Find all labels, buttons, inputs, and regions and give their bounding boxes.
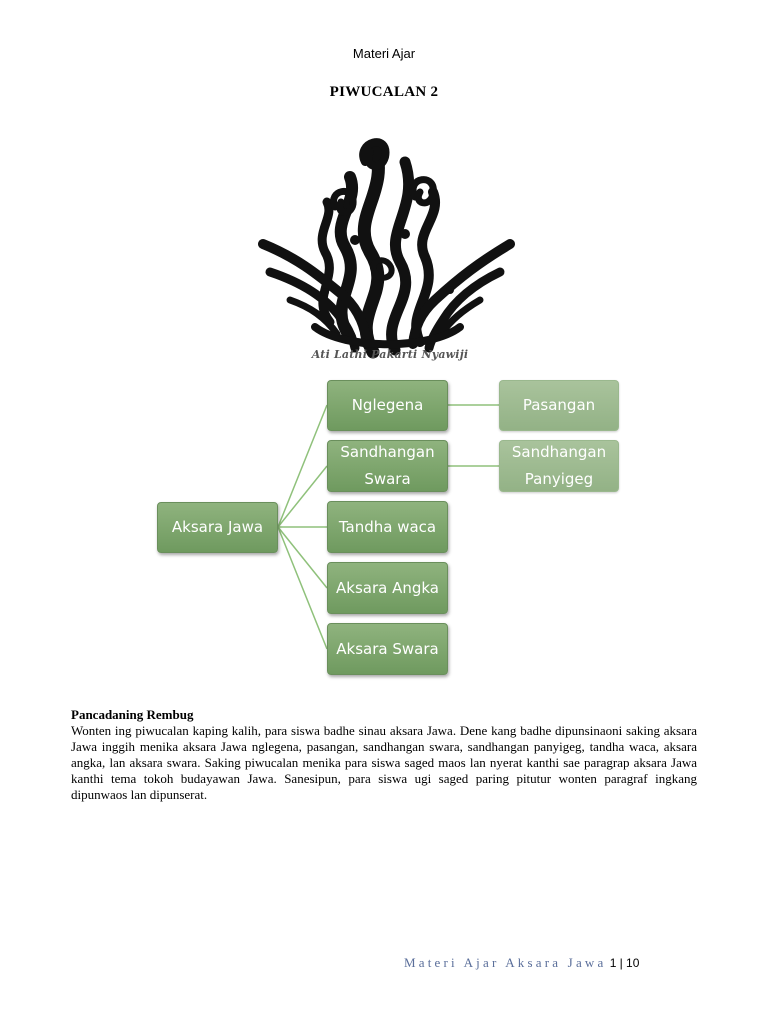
node-nglegena: Nglegena xyxy=(327,380,448,431)
node-aksara-jawa: Aksara Jawa xyxy=(157,502,278,553)
node-tandha-waca: Tandha waca xyxy=(327,501,448,553)
node-pasangan: Pasangan xyxy=(499,380,619,431)
running-header: Materi Ajar xyxy=(352,46,416,61)
connector-root-sandhangan-swara xyxy=(277,465,328,528)
footer-separator: | xyxy=(619,956,623,970)
node-aksara-swara: Aksara Swara xyxy=(327,623,448,675)
aksara-jawa-tree-diagram: Aksara Jawa Nglegena Sandhangan Swara Ta… xyxy=(0,370,768,690)
logo-caption: Ati Lathi Pakarti Nyawiji xyxy=(311,348,469,361)
node-label: Nglegena xyxy=(351,396,424,414)
node-label: Aksara Jawa xyxy=(171,518,264,536)
node-label: Sandhangan Swara xyxy=(340,443,435,488)
node-label: Sandhangan Panyigeg xyxy=(511,443,607,488)
node-label: Aksara Swara xyxy=(336,639,439,658)
connector-root-nglegena xyxy=(277,404,328,528)
node-label: Pasangan xyxy=(522,396,596,414)
page-title: PIWUCALAN 2 xyxy=(329,84,439,100)
node-label: Aksara Angka xyxy=(336,578,439,597)
page-footer: Materi Ajar Aksara Jawa 1 | 10 xyxy=(404,955,704,971)
section-heading: Pancadaning Rembug xyxy=(71,707,194,722)
footer-total-pages: 10 xyxy=(626,956,640,970)
node-aksara-angka: Aksara Angka xyxy=(327,562,448,614)
aksara-jawa-logo-icon xyxy=(258,138,515,359)
connector-root-aksara-swara xyxy=(277,526,328,650)
node-label: Tandha waca xyxy=(338,517,437,536)
footer-page-number: 1 xyxy=(609,956,617,970)
footer-document-name: Materi Ajar Aksara Jawa xyxy=(404,955,607,970)
connector-root-aksara-angka xyxy=(277,526,328,589)
diagram-connectors xyxy=(277,404,499,650)
section-body: Wonten ing piwucalan kaping kalih, para … xyxy=(71,723,697,802)
pancadaning-rembug-section: Pancadaning Rembug Wonten ing piwucalan … xyxy=(71,707,697,803)
node-sandhangan-panyigeg: Sandhangan Panyigeg xyxy=(499,440,619,492)
node-sandhangan-swara: Sandhangan Swara xyxy=(327,440,448,492)
